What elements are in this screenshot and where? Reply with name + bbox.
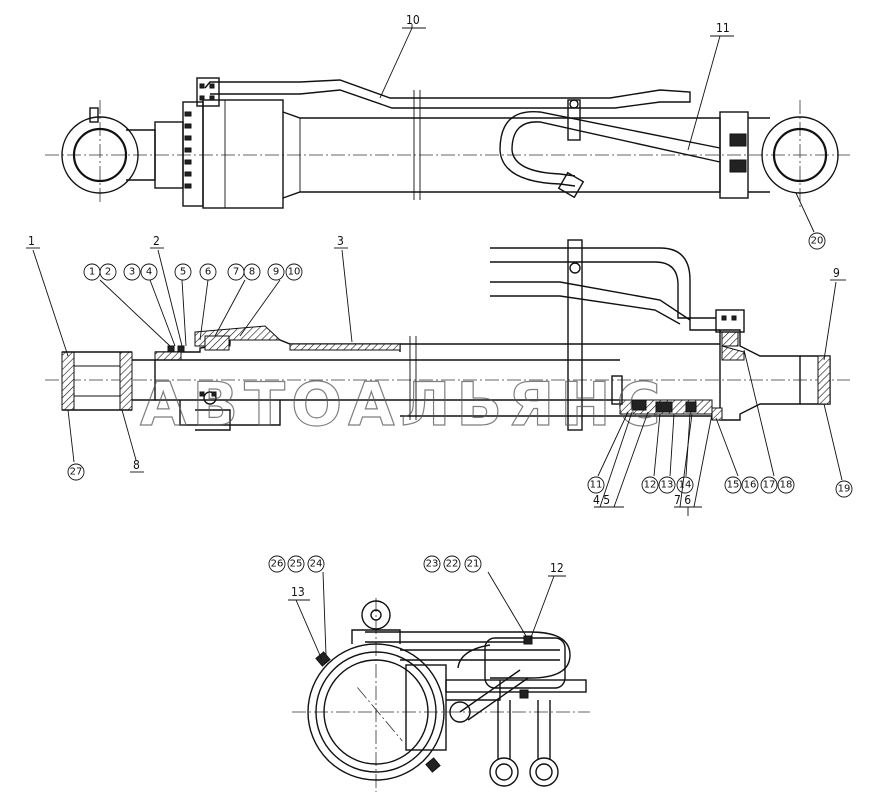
top-view <box>45 77 850 210</box>
section-view-labels: 1 2 3 9 8 4 5 7 6 1 2 <box>26 234 853 516</box>
section-view <box>45 239 850 431</box>
callout-22: 22 <box>446 559 459 570</box>
callout-11: 11 <box>590 480 603 491</box>
callout-1: 1 <box>89 267 95 278</box>
callout-24: 24 <box>310 559 323 570</box>
flange-bolts <box>184 111 192 189</box>
callout-15: 15 <box>727 480 740 491</box>
part-label-11: 11 <box>716 21 730 35</box>
callout-12: 12 <box>644 480 657 491</box>
callout-21: 21 <box>467 559 480 570</box>
callout-23: 23 <box>426 559 439 570</box>
callout-18: 18 <box>780 480 793 491</box>
part-label-13: 13 <box>291 585 305 599</box>
callout-3: 3 <box>129 267 135 278</box>
callout-17: 17 <box>763 480 776 491</box>
callout-14: 14 <box>679 480 692 491</box>
detail-view-labels: 13 12 26 25 24 23 22 21 <box>268 555 566 661</box>
callout-6: 6 <box>205 267 211 278</box>
part-label-3: 3 <box>337 234 344 248</box>
callout-13: 13 <box>661 480 674 491</box>
callout-20: 20 <box>811 236 824 247</box>
part-label-8: 8 <box>133 458 140 472</box>
callout-27: 27 <box>70 467 83 478</box>
part-label-12: 12 <box>550 561 564 575</box>
callout-7: 7 <box>233 267 239 278</box>
detail-view <box>292 598 590 792</box>
part-label-2: 2 <box>153 234 160 248</box>
top-view-labels: 10 11 20 <box>379 13 826 250</box>
part-label-1: 1 <box>28 234 35 248</box>
callout-9: 9 <box>273 267 279 278</box>
part-label-4-5: 4 5 <box>593 493 610 507</box>
part-label-10: 10 <box>406 13 420 27</box>
callout-4: 4 <box>146 267 152 278</box>
callout-25: 25 <box>290 559 303 570</box>
callout-5: 5 <box>180 267 186 278</box>
watermark: АВТОАЛЬЯНС <box>140 370 667 440</box>
callout-16: 16 <box>744 480 757 491</box>
callout-26: 26 <box>271 559 284 570</box>
callout-2: 2 <box>105 267 111 278</box>
part-label-9: 9 <box>833 266 840 280</box>
callout-19: 19 <box>838 484 851 495</box>
callout-8: 8 <box>249 267 255 278</box>
part-label-7-6: 7 6 <box>674 493 691 507</box>
callout-10: 10 <box>288 267 301 278</box>
